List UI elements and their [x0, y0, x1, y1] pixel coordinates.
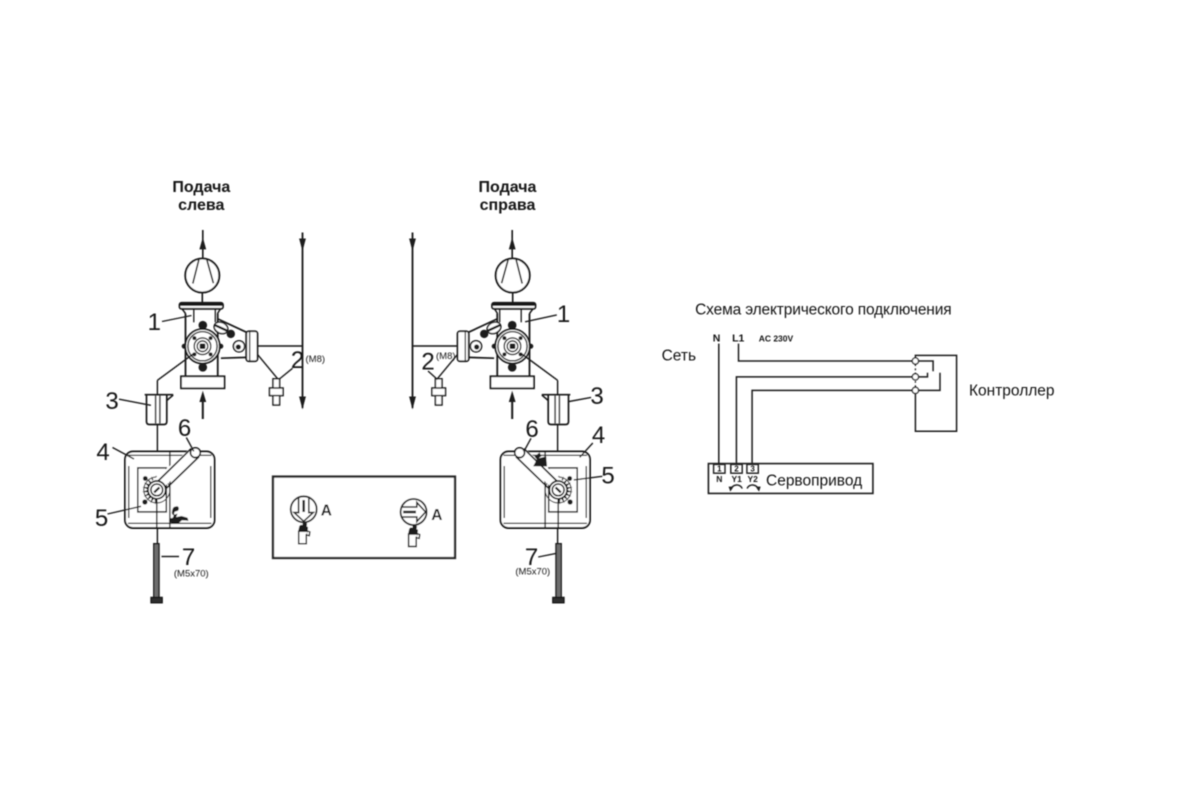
svg-text:(M5x70): (M5x70): [515, 567, 550, 578]
svg-text:5: 5: [601, 462, 614, 489]
svg-text:1: 1: [148, 309, 161, 336]
svg-text:N: N: [716, 474, 722, 484]
svg-text:7: 7: [182, 544, 195, 571]
svg-text:3: 3: [750, 465, 755, 474]
svg-text:N: N: [713, 332, 721, 344]
svg-text:5: 5: [95, 505, 108, 532]
svg-text:2: 2: [734, 465, 739, 474]
svg-text:Контроллер: Контроллер: [969, 382, 1055, 399]
svg-text:слева: слева: [178, 197, 224, 214]
svg-text:3: 3: [105, 388, 118, 415]
svg-text:справа: справа: [480, 197, 536, 214]
svg-text:Подача: Подача: [172, 179, 230, 196]
svg-text:(M5x70): (M5x70): [174, 569, 209, 580]
svg-text:(M8): (M8): [436, 351, 456, 362]
svg-text:L1: L1: [732, 332, 744, 344]
svg-text:4: 4: [96, 439, 109, 466]
svg-text:1: 1: [717, 465, 722, 474]
svg-text:3: 3: [590, 383, 603, 410]
svg-text:A: A: [431, 507, 442, 524]
svg-text:2: 2: [291, 347, 304, 374]
svg-text:Подача: Подача: [479, 179, 537, 196]
svg-text:Схема электрического подключен: Схема электрического подключения: [695, 302, 951, 319]
svg-text:(M8): (M8): [306, 354, 326, 365]
svg-text:AC 230V: AC 230V: [759, 333, 794, 343]
svg-text:Сервопривод: Сервопривод: [766, 472, 862, 489]
svg-text:6: 6: [525, 416, 538, 443]
svg-text:Y2: Y2: [747, 474, 758, 484]
svg-text:1: 1: [557, 301, 570, 328]
svg-text:4: 4: [592, 422, 605, 449]
svg-text:2: 2: [421, 349, 434, 376]
svg-text:7: 7: [525, 544, 538, 571]
svg-text:A: A: [321, 502, 332, 519]
svg-text:Y1: Y1: [731, 474, 742, 484]
svg-text:Сеть: Сеть: [662, 348, 696, 365]
svg-text:6: 6: [178, 415, 191, 442]
